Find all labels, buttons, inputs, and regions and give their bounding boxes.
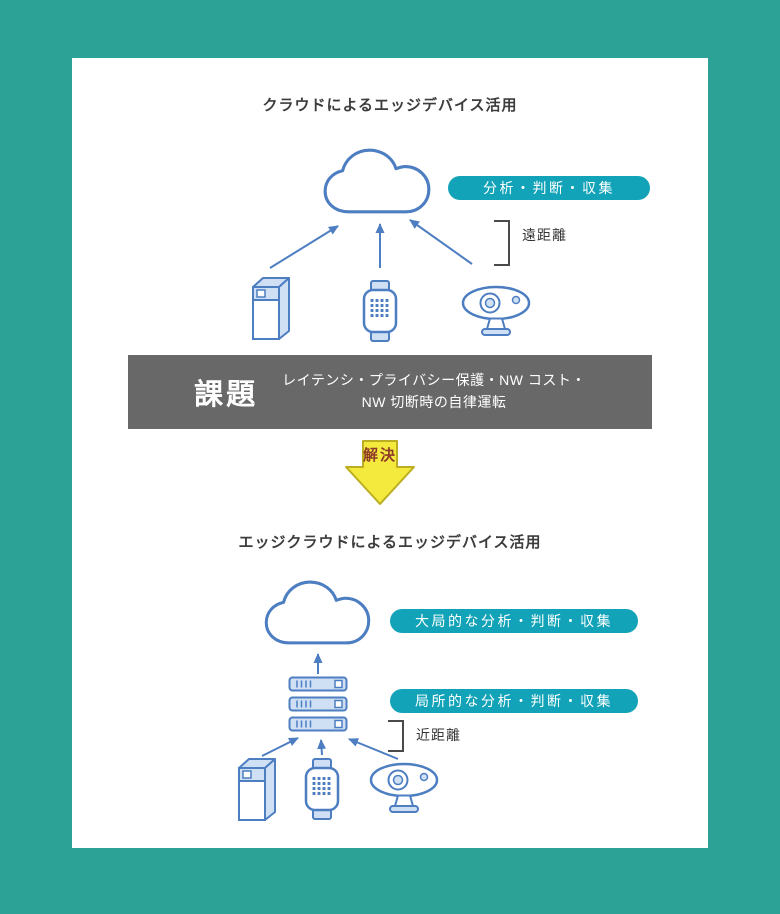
arrow-up-icon: [317, 739, 327, 756]
distance-bracket: [494, 220, 510, 266]
problem-line2: NW 切断時の自律運転: [361, 394, 507, 410]
solution-down-arrow-icon: [345, 440, 415, 505]
arrow-up-icon: [409, 219, 473, 265]
tower-pc-icon: [252, 277, 290, 340]
global-analysis-badge: 大局的な分析・判断・収集: [390, 609, 638, 633]
problem-text: レイテンシ・プライバシー保護・NW コスト・ NW 切断時の自律運転: [282, 370, 586, 413]
webcam-icon: [461, 285, 531, 337]
arrow-up-icon: [269, 225, 339, 269]
distance-label-far: 遠距離: [522, 227, 567, 243]
solution-label: 解決: [362, 447, 397, 464]
smartwatch-icon: [362, 280, 398, 342]
smartwatch-icon: [304, 758, 340, 820]
arrow-up-icon: [348, 738, 399, 760]
problem-heading: 課題: [194, 379, 259, 411]
upload-arrows-top: [269, 219, 473, 269]
top-title: クラウドによるエッジデバイス活用: [262, 97, 518, 114]
bottom-title: エッジクラウドによるエッジデバイス活用: [238, 534, 542, 551]
distance-bracket-near: [388, 720, 404, 752]
distance-label-near: 近距離: [416, 727, 461, 743]
analysis-badge: 分析・判断・収集: [448, 176, 650, 200]
upload-arrows-bottom: [261, 653, 399, 760]
tower-pc-icon: [238, 758, 276, 821]
webcam-icon: [369, 762, 439, 814]
solution-down-arrow: 解決: [345, 440, 415, 506]
arrow-up-icon: [261, 737, 299, 757]
problem-line1: レイテンシ・プライバシー保護・NW コスト・: [282, 372, 586, 389]
local-analysis-badge: 局所的な分析・判断・収集: [390, 689, 638, 713]
problem-box: 課題 レイテンシ・プライバシー保護・NW コスト・ NW 切断時の自律運転: [128, 355, 652, 429]
diagram-card: クラウドによるエッジデバイス活用 分析・判断・収集 遠距離 課題 レイテンシ・プ…: [72, 58, 708, 848]
